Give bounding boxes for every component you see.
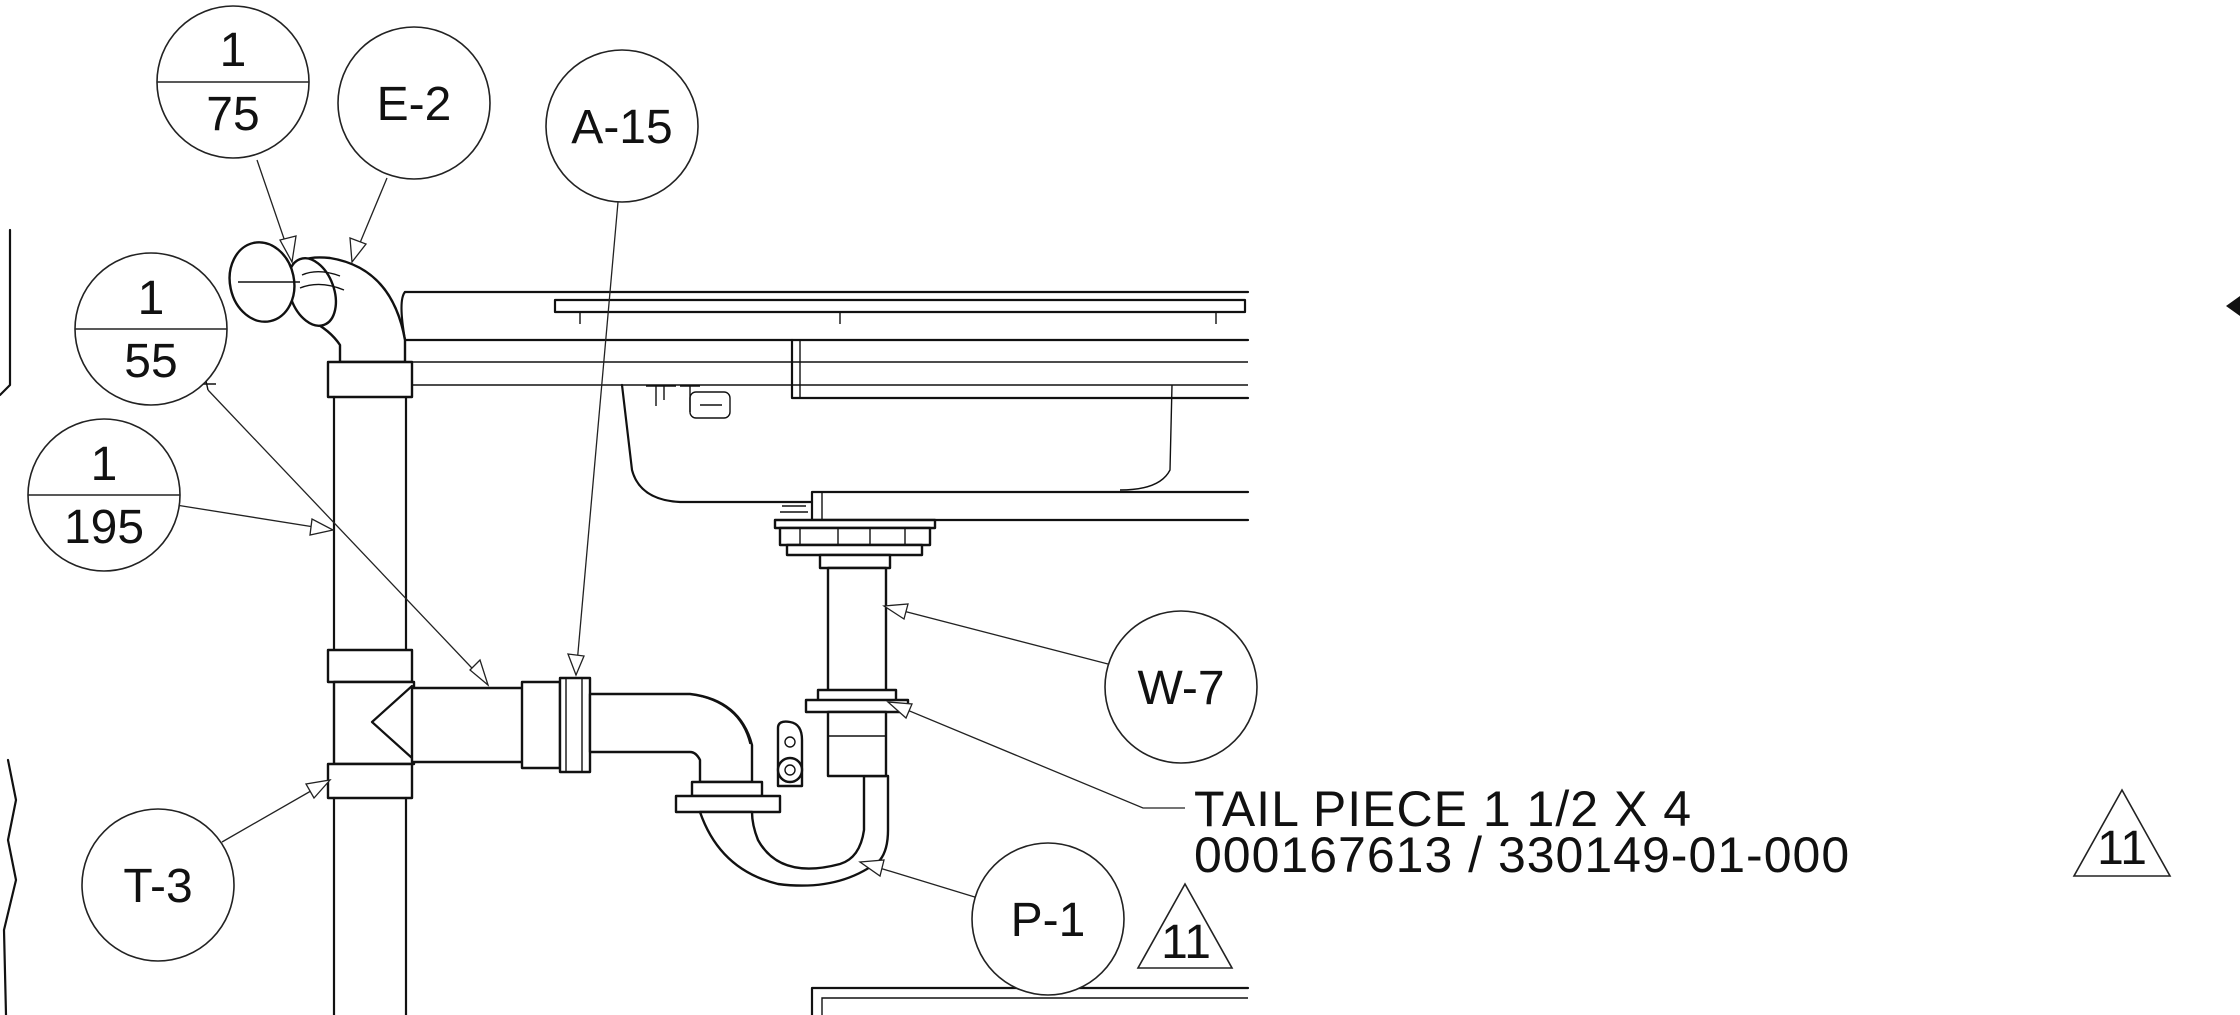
callout-w7-label: W-7: [1137, 662, 1224, 715]
callout-p1-label: P-1: [1011, 894, 1086, 947]
callout-p1: P-1: [971, 842, 1125, 996]
note-line-1: TAIL PIECE 1 1/2 X 4: [1194, 781, 1692, 837]
vent-drain-stack: [228, 241, 416, 1015]
edge-marker-triangle: [2226, 296, 2240, 316]
section-75-top: 1: [220, 24, 247, 77]
revision-triangle-p1: 11: [1136, 882, 1234, 969]
note-line-2: 000167613 / 330149-01-000: [1194, 827, 1850, 883]
leader-lines: [175, 159, 1185, 899]
sink-counter-assembly: [400, 290, 1250, 1015]
callout-t3-label: T-3: [123, 860, 192, 913]
callout-e2: E-2: [337, 26, 491, 180]
callout-a15-label: A-15: [571, 101, 672, 154]
callout-t3: T-3: [81, 808, 235, 962]
revision-note-label: 11: [2097, 822, 2147, 875]
tail-piece-note: TAIL PIECE 1 1/2 X 4 000167613 / 330149-…: [1194, 781, 2172, 883]
section-marker-195: 1 195: [27, 418, 181, 572]
revision-p1-label: 11: [1161, 916, 1211, 969]
section-55-bottom: 55: [124, 335, 177, 388]
section-195-top: 1: [91, 438, 118, 491]
callout-a15: A-15: [545, 49, 699, 203]
section-marker-55: 1 55: [74, 252, 228, 406]
section-195-bottom: 195: [64, 501, 144, 554]
section-75-bottom: 75: [206, 88, 259, 141]
callout-w7: W-7: [1104, 610, 1258, 764]
section-marker-75: 1 75: [156, 5, 310, 159]
callout-e2-label: E-2: [377, 78, 452, 131]
p-trap-assembly: [410, 566, 910, 887]
section-55-top: 1: [138, 272, 165, 325]
left-break-line: [0, 228, 18, 1015]
